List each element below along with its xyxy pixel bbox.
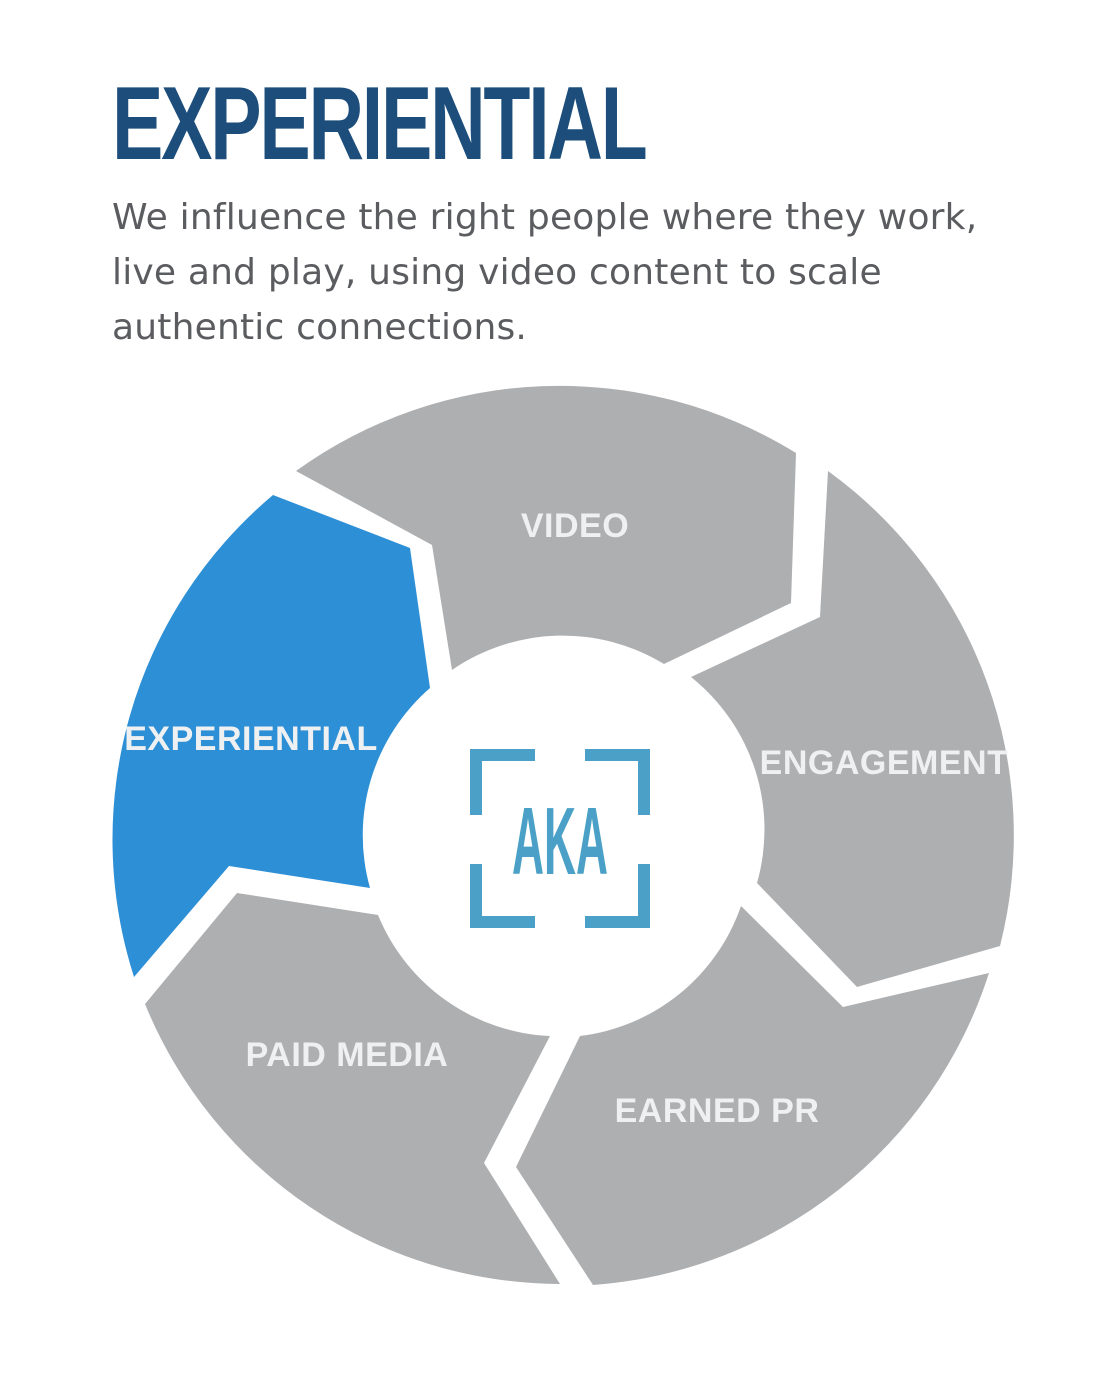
segment-label-experiential: EXPERIENTIAL [124,720,377,758]
segment-engagement[interactable]: ENGAGEMENT [691,471,1014,987]
page-description: We influence the right people where they… [112,197,978,348]
segment-label-paid-media: PAID MEDIA [246,1036,449,1074]
center-logo: AKA [470,749,650,928]
segment-experiential[interactable]: EXPERIENTIAL [112,495,430,977]
segment-video[interactable]: VIDEO [296,385,796,670]
page-title: EXPERIENTIAL [112,66,648,182]
segment-paid-media[interactable]: PAID MEDIA [145,893,560,1284]
segment-label-video: VIDEO [521,507,629,545]
segment-label-engagement: ENGAGEMENT [760,744,1009,782]
viewfinder-bracket-icon [470,749,650,928]
logo-text: AKA [512,788,608,895]
segment-earned-pr[interactable]: EARNED PR [516,906,989,1285]
segment-label-earned-pr: EARNED PR [615,1092,820,1130]
